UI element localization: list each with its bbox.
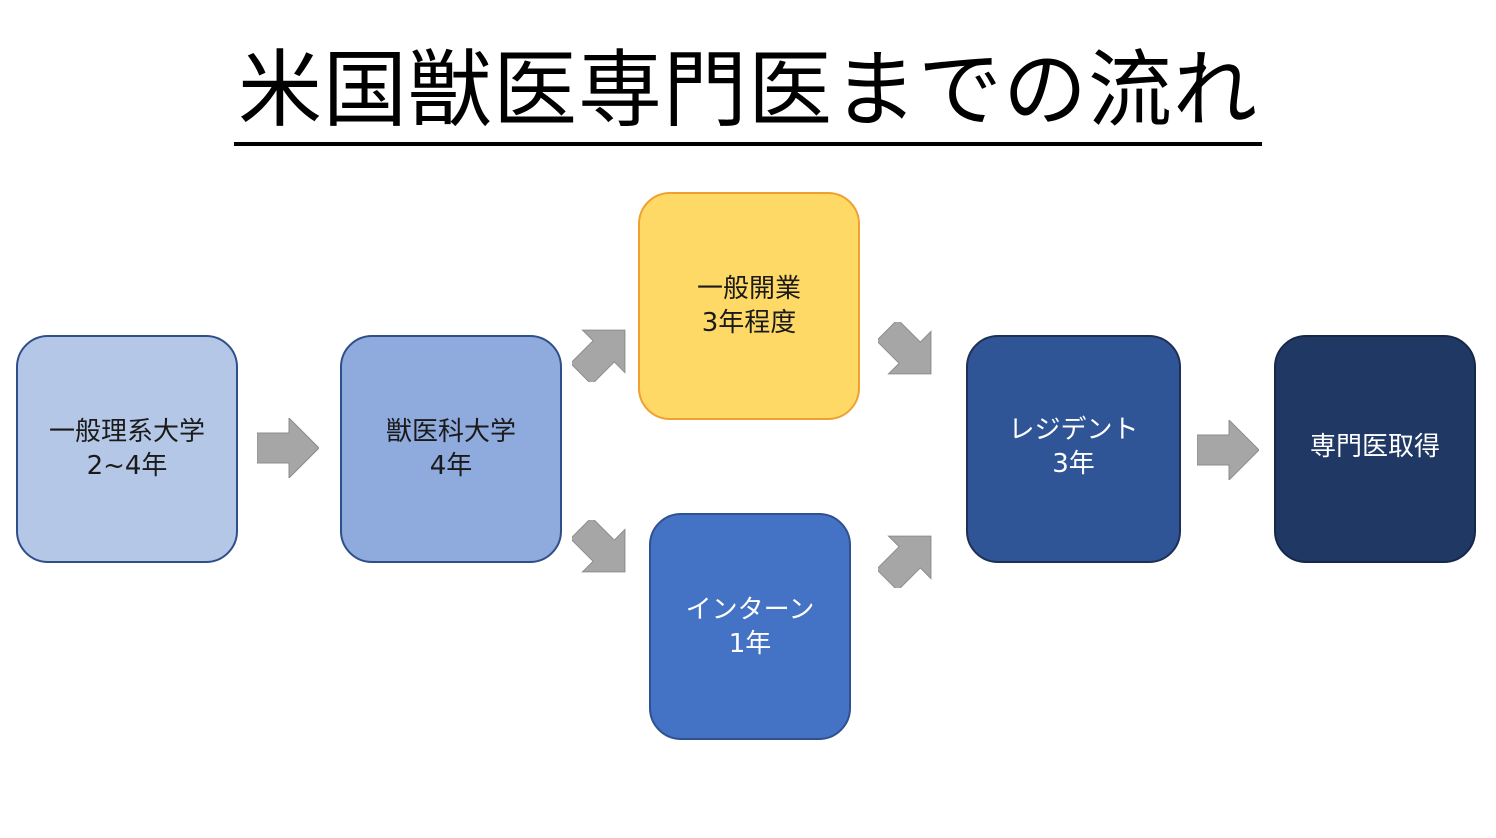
arrow-right-icon bbox=[1197, 420, 1259, 480]
step-duration: 4年 bbox=[429, 451, 473, 481]
step-label: インターン bbox=[685, 594, 815, 625]
step-general-science-university: 一般理系大学 2~4年 bbox=[16, 335, 238, 563]
step-label: 専門医取得 bbox=[1309, 432, 1440, 462]
step-label: レジデント bbox=[1008, 415, 1139, 445]
step-label: 一般開業 bbox=[696, 274, 801, 304]
step-general-practice: 一般開業 3年程度 bbox=[638, 192, 860, 420]
step-duration: 3年 bbox=[1052, 449, 1095, 479]
arrow-up-right-icon bbox=[572, 322, 634, 382]
step-duration: 2~4年 bbox=[86, 451, 168, 481]
page-title: 米国獣医専門医までの流れ bbox=[0, 40, 1496, 146]
step-board-certification: 専門医取得 bbox=[1274, 335, 1476, 563]
step-internship: インターン 1年 bbox=[649, 513, 851, 740]
step-duration: 3年程度 bbox=[701, 308, 797, 338]
step-label: 獣医科大学 bbox=[385, 417, 516, 447]
arrow-right-icon bbox=[257, 418, 319, 478]
step-duration: 1年 bbox=[728, 628, 772, 659]
arrow-up-right-icon bbox=[878, 528, 940, 588]
arrow-down-right-icon bbox=[878, 322, 940, 382]
title-text: 米国獣医専門医までの流れ bbox=[233, 40, 1262, 146]
step-residency: レジデント 3年 bbox=[966, 335, 1181, 563]
arrow-down-right-icon bbox=[572, 520, 634, 580]
step-label: 一般理系大学 bbox=[48, 417, 205, 447]
step-veterinary-school: 獣医科大学 4年 bbox=[340, 335, 562, 563]
